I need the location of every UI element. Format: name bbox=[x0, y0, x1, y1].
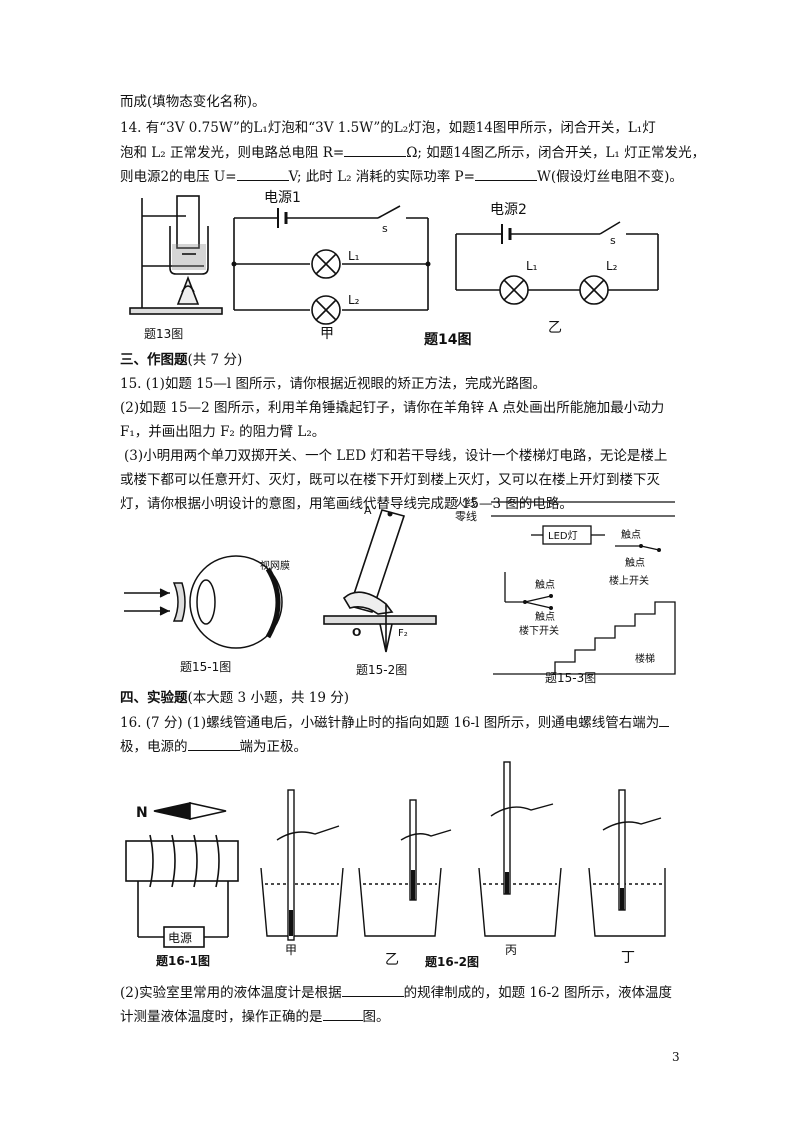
jia-label: 甲 bbox=[320, 326, 334, 342]
q14-text: Ω; 如题14图乙所示，闭合开关，L₁ 灯正常发光， bbox=[406, 145, 706, 161]
point-a-label: A bbox=[364, 504, 372, 517]
jia-source-label: 电源1 bbox=[264, 190, 301, 206]
figure-16-1-caption: 题16-1图 bbox=[156, 954, 210, 968]
figure-15-2-hammer: A O F₂ 题15-2图 bbox=[323, 504, 437, 677]
power-source-label: 电源 bbox=[168, 931, 192, 945]
section-4-title: 四、实验题 bbox=[120, 690, 188, 706]
figure-14-caption: 题14图 bbox=[424, 332, 471, 348]
section-4-heading: 四、实验题(本大题 3 小题，共 19 分) bbox=[120, 688, 349, 708]
question-16-line-1: 16. (7 分) (1)螺线管通电后，小磁针静止时的指向如题 16-l 图所示… bbox=[120, 712, 670, 733]
upper-contact-2-label: 触点 bbox=[625, 556, 645, 569]
figure-16-2-thermometers: 甲 乙 题16-2图 丙 丁 bbox=[260, 761, 666, 969]
q16-text: 端为正极。 bbox=[239, 739, 308, 755]
question-15-line-1: 15. (1)如题 15—l 图所示，请你根据近视眼的矫正方法，完成光路图。 bbox=[120, 376, 546, 392]
figure-13-caption: 题13图 bbox=[144, 327, 183, 341]
figure-13-heating-apparatus: 题13图 bbox=[129, 195, 223, 341]
beaker-yi-label: 乙 bbox=[385, 952, 399, 968]
lower-contact-2-label: 触点 bbox=[535, 610, 555, 623]
beaker-ding-label: 丁 bbox=[621, 950, 635, 966]
jia-switch-label: s bbox=[382, 222, 388, 235]
q16-text: 极，电源的 bbox=[120, 739, 188, 755]
lower-contact-1-label: 触点 bbox=[535, 578, 555, 591]
question-16-line-3: (2)实验室里常用的液体温度计是根据 的规律制成的，如题 16-2 图所示，液体温… bbox=[120, 982, 672, 1003]
yi-lamp2-label: L₂ bbox=[606, 259, 618, 273]
north-pole-label: N bbox=[136, 805, 148, 821]
question-16-line-2: 极，电源的 端为正极。 bbox=[120, 736, 307, 757]
q16-text: 图。 bbox=[362, 1009, 390, 1025]
question-15-line-6: 灯，请你根据小明设计的意图，用笔画线代替导线完成题 15—3 图的电路。 bbox=[120, 496, 573, 512]
figure-15-1-caption: 题15-1图 bbox=[180, 660, 231, 674]
question-14-line-3: 则电源2的电压 U= V; 此时 L₂ 消耗的实际功率 P= W(假设灯丝电阻不变)… bbox=[120, 166, 683, 187]
question-15-line-2: (2)如题 15—2 图所示，利用羊角锤撬起钉子，请你在羊角锌 A 点处画出所能… bbox=[120, 400, 665, 416]
q16-text: 计测量液体温度时，操作正确的是 bbox=[120, 1009, 323, 1025]
question-14-line-2: 泡和 L₂ 正常发光，则电路总电阻 R= Ω; 如题14图乙所示，闭合开关，L₁ … bbox=[120, 142, 705, 163]
figure-15-3-caption: 题15-3图 bbox=[545, 671, 596, 685]
answer-blank-terminal[interactable] bbox=[187, 736, 240, 751]
stairs-label: 楼梯 bbox=[635, 652, 655, 665]
page-number: 3 bbox=[672, 1050, 680, 1064]
answer-blank-power[interactable] bbox=[474, 166, 537, 181]
question-15-line-3: F₁，并画出阻力 F₂ 的阻力臂 L₂。 bbox=[120, 424, 326, 440]
answer-blank-resistance[interactable] bbox=[344, 142, 407, 157]
beaker-bing-label: 丙 bbox=[505, 943, 517, 957]
question-15-line-4: (3)小明用两个单刀双掷开关、一个 LED 灯和若干导线，设计一个楼梯灯电路，无… bbox=[124, 448, 668, 464]
question-14-line-1: 14. 有“3V 0.75W”的L₁灯泡和“3V 1.5W”的L₂灯泡，如题14… bbox=[120, 120, 656, 136]
section-3-heading: 三、作图题(共 7 分) bbox=[120, 350, 242, 370]
q16-text: 的规律制成的，如题 16-2 图所示，液体温度 bbox=[403, 985, 673, 1001]
answer-blank-principle[interactable] bbox=[341, 982, 404, 997]
jia-lamp2-label: L₂ bbox=[348, 293, 360, 307]
q14-text: V; 此时 L₂ 消耗的实际功率 P= bbox=[288, 169, 475, 185]
beaker-jia-label: 甲 bbox=[285, 943, 297, 957]
figure-15-1-eye: 视网膜 题15-1图 bbox=[124, 555, 290, 674]
force-f2-label: F₂ bbox=[398, 628, 408, 639]
circuit-jia bbox=[233, 205, 429, 325]
section-4-note: (本大题 3 小题，共 19 分) bbox=[187, 690, 349, 706]
figure-14-circuits: 电源1 s L₁ L₂ 甲 电源2 s L₁ L₂ 乙 题14图 bbox=[231, 190, 659, 348]
answer-blank-correct-figure[interactable] bbox=[322, 1006, 363, 1021]
upper-contact-1-label: 触点 bbox=[621, 528, 641, 541]
jia-lamp1-label: L₁ bbox=[348, 249, 360, 263]
question-16-line-4: 计测量液体温度时，操作正确的是 图。 bbox=[120, 1006, 390, 1027]
neutral-wire-label: 零线 bbox=[455, 509, 477, 523]
figure-15-3-stair-circuit: 火线 零线 LED灯 触点 触点 楼上开关 触点 触点 楼下开关 楼梯 题15-… bbox=[455, 495, 676, 685]
live-wire-label: 火线 bbox=[455, 495, 477, 509]
circuit-yi bbox=[455, 221, 659, 305]
figure-16-2-caption: 题16-2图 bbox=[425, 955, 479, 969]
led-label: LED灯 bbox=[548, 530, 578, 542]
question-15-line-5: 或楼下都可以任意开灯、灭灯，既可以在楼下开灯到楼上灭灯，又可以在楼上开灯到楼下灭 bbox=[120, 472, 660, 488]
q16-text: (2)实验室里常用的液体温度计是根据 bbox=[120, 985, 342, 1001]
yi-lamp1-label: L₁ bbox=[526, 259, 538, 273]
upper-switch-label: 楼上开关 bbox=[609, 574, 649, 587]
answer-blank-pole[interactable] bbox=[659, 712, 670, 727]
q14-text: W(假设灯丝电阻不变)。 bbox=[536, 169, 683, 185]
yi-switch-label: s bbox=[610, 234, 616, 247]
yi-source-label: 电源2 bbox=[490, 202, 527, 218]
figure-16-1-solenoid: N 电源 题16-1图 bbox=[125, 802, 239, 968]
q14-text: 则电源2的电压 U= bbox=[120, 169, 237, 185]
lower-switch-label: 楼下开关 bbox=[519, 624, 559, 637]
q14-text: 泡和 L₂ 正常发光，则电路总电阻 R= bbox=[120, 145, 345, 161]
q16-text: 16. (7 分) (1)螺线管通电后，小磁针静止时的指向如题 16-l 图所示… bbox=[120, 715, 660, 731]
section-3-note: (共 7 分) bbox=[187, 352, 243, 368]
yi-label: 乙 bbox=[548, 320, 562, 336]
answer-blank-voltage[interactable] bbox=[236, 166, 289, 181]
figure-15-2-caption: 题15-2图 bbox=[356, 663, 407, 677]
retina-label: 视网膜 bbox=[260, 559, 290, 572]
point-o-label: O bbox=[352, 626, 361, 639]
text-line-continuation: 而成(填物态变化名称)。 bbox=[120, 94, 266, 110]
section-3-title: 三、作图题 bbox=[120, 352, 188, 368]
